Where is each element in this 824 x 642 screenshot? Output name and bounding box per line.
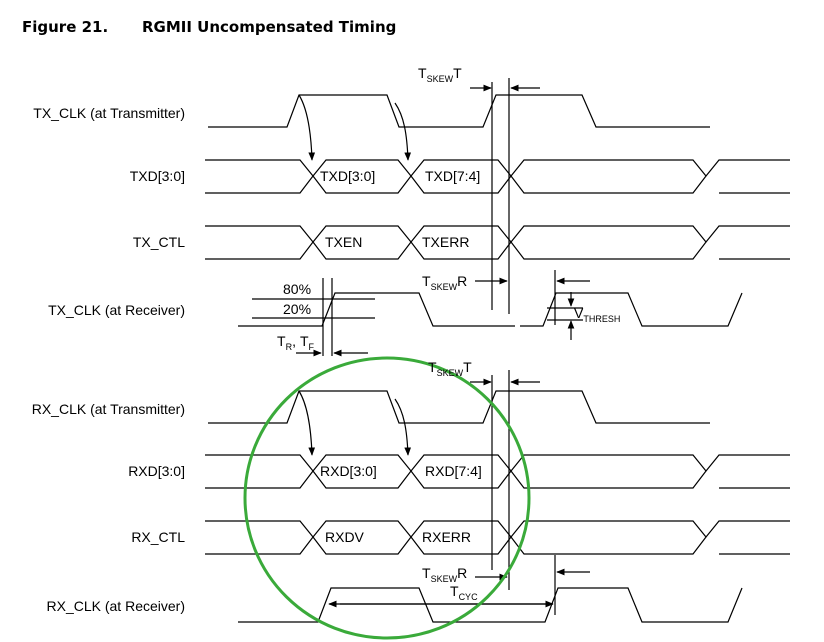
tskew-r-tx-label: TSKEWR [422, 273, 467, 292]
signal-label-tx-ctl: TX_CTL [133, 234, 185, 250]
txd-bus-waveform [205, 159, 790, 194]
bus-value-rx-ctl-first: RXDV [325, 529, 365, 545]
causal-arrows [298, 94, 412, 456]
highlight-circle [243, 356, 531, 640]
tr-tf-label: TR,TF [277, 333, 315, 352]
bus-value-rxd-second: RXD[7:4] [425, 463, 482, 479]
reference-lines [322, 78, 556, 615]
tskew-r-rx-label: TSKEWR [422, 565, 467, 584]
threshold-lines [252, 298, 375, 319]
bus-value-txd-first: TXD[3:0] [320, 168, 375, 184]
signal-label-rx-clk-transmitter: RX_CLK (at Transmitter) [32, 401, 185, 417]
pct-80-label: 80% [283, 281, 311, 297]
signal-label-rx-ctl: RX_CTL [131, 529, 185, 545]
signal-label-txd: TXD[3:0] [130, 168, 185, 184]
figure-title: Figure 21. RGMII Uncompensated Timing [22, 18, 396, 36]
tx-clk-receiver-waveform [238, 292, 743, 327]
bus-value-txd-second: TXD[7:4] [425, 168, 480, 184]
figure-caption: RGMII Uncompensated Timing [142, 18, 397, 36]
signal-label-rx-clk-receiver: RX_CLK (at Receiver) [47, 598, 186, 614]
tx-ctl-bus-waveform [205, 225, 790, 260]
vthresh-label: VTHRESH [574, 305, 620, 324]
rx-clk-transmitter-waveform [208, 390, 710, 424]
bus-value-tx-ctl-second: TXERR [422, 234, 469, 250]
rx-ctl-bus-waveform [205, 520, 790, 555]
bus-value-tx-ctl-first: TXEN [325, 234, 362, 250]
pct-20-label: 20% [283, 301, 311, 317]
timing-arrows [296, 84, 590, 608]
rxd-bus-waveform [205, 454, 790, 489]
tskew-t-rx-label: TSKEWT [428, 359, 472, 378]
bus-value-rxd-first: RXD[3:0] [320, 463, 377, 479]
tcyc-label: TCYC [450, 583, 478, 602]
signal-label-tx-clk-receiver: TX_CLK (at Receiver) [48, 302, 185, 318]
figure-number: Figure 21. [22, 18, 109, 36]
signal-label-rxd: RXD[3:0] [128, 463, 185, 479]
rx-clk-receiver-waveform [238, 587, 743, 623]
tskew-t-tx-label: TSKEWT [418, 65, 462, 84]
tx-clk-transmitter-waveform [208, 94, 710, 128]
bus-value-rx-ctl-second: RXERR [422, 529, 471, 545]
signal-label-tx-clk-transmitter: TX_CLK (at Transmitter) [33, 105, 185, 121]
